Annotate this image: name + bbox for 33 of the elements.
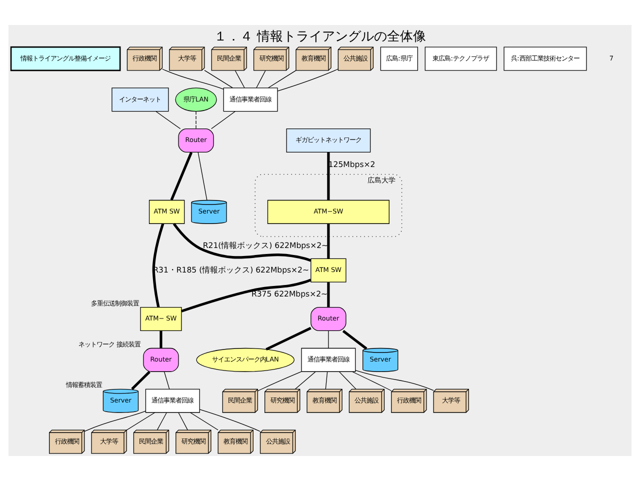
connector <box>131 370 150 390</box>
connector <box>352 370 392 391</box>
diagram-title: １．４ 情報トライアングルの全体像 <box>214 29 426 44</box>
connector <box>172 222 312 262</box>
connector <box>164 371 170 389</box>
connector <box>294 371 316 389</box>
connector <box>268 70 296 88</box>
connector <box>327 223 330 258</box>
connector <box>327 282 330 307</box>
connector <box>234 70 245 88</box>
connector <box>277 68 338 91</box>
connector <box>342 329 368 350</box>
connector <box>84 410 146 432</box>
connector <box>160 330 162 348</box>
connector <box>256 70 266 88</box>
connector <box>170 151 193 200</box>
connector <box>181 278 312 312</box>
connector <box>126 412 156 430</box>
connector <box>338 371 356 389</box>
connector <box>156 110 181 129</box>
connector <box>152 222 164 308</box>
connector <box>325 371 328 389</box>
connector <box>328 330 329 348</box>
connector <box>204 70 233 88</box>
connector <box>156 412 167 430</box>
connector <box>178 412 188 430</box>
connector <box>190 412 218 430</box>
connector <box>355 370 434 390</box>
connector <box>327 152 330 200</box>
connector <box>211 110 236 129</box>
connector <box>162 68 224 89</box>
connector <box>266 326 312 350</box>
connector <box>198 152 208 200</box>
